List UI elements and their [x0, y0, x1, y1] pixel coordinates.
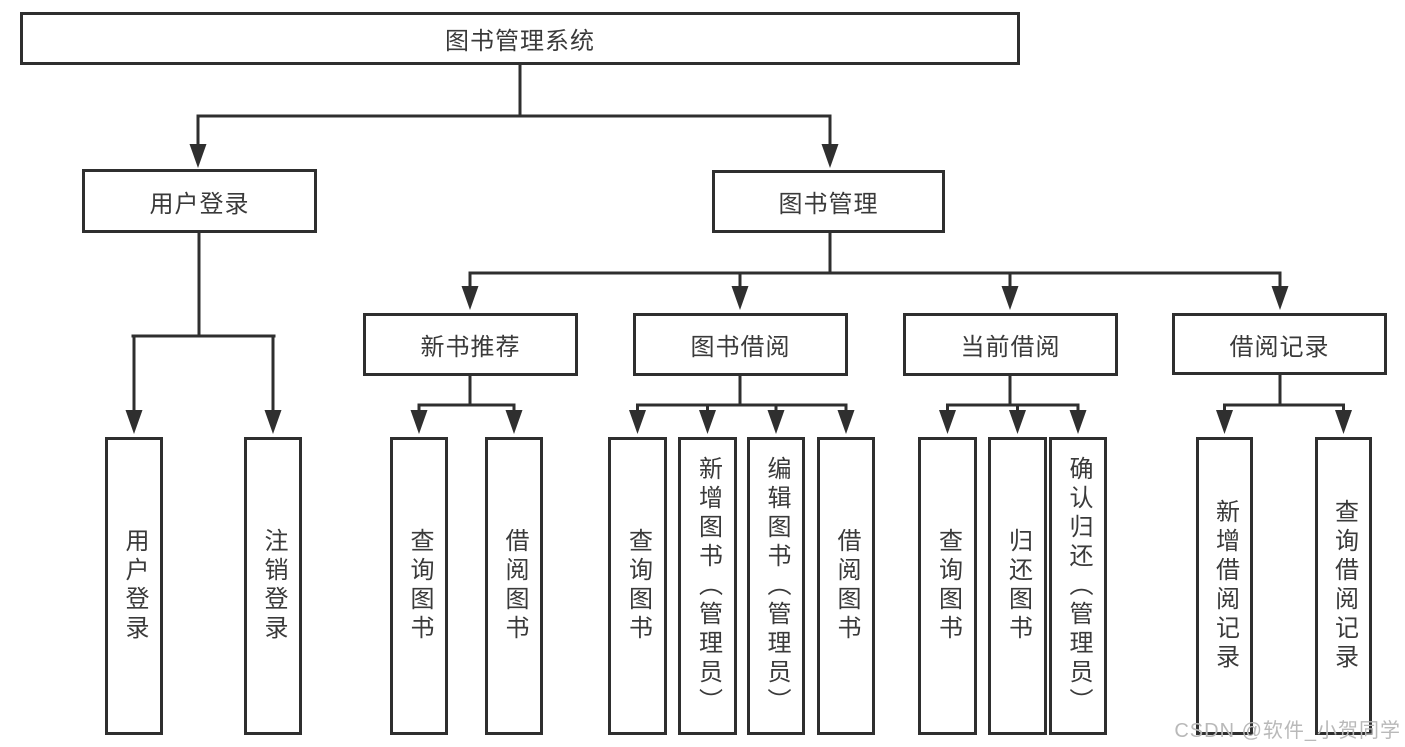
- leaf-borrow-books-recommend: 借阅图书: [485, 437, 543, 735]
- leaf-add-books-admin: 新增图书（管理员）: [678, 437, 737, 735]
- leaf-borrow-books-borrowing: 借阅图书: [817, 437, 875, 735]
- leaf-label: 查询借阅记录: [1330, 499, 1358, 673]
- node-book-management: 图书管理: [712, 170, 945, 233]
- leaf-user-login: 用户登录: [105, 437, 163, 735]
- leaf-edit-books-admin: 编辑图书（管理员）: [747, 437, 805, 735]
- leaf-label: 借阅图书: [501, 528, 528, 644]
- leaf-label: 注销登录: [260, 528, 287, 644]
- leaf-label: 新增图书（管理员）: [694, 455, 722, 717]
- node-borrowing-records: 借阅记录: [1172, 313, 1387, 375]
- leaf-query-books-borrowing: 查询图书: [608, 437, 667, 735]
- node-new-book-recommendation: 新书推荐: [363, 313, 578, 376]
- leaf-logout: 注销登录: [244, 437, 302, 735]
- node-book-borrowing: 图书借阅: [633, 313, 848, 376]
- csdn-watermark: CSDN @软件_小贺同学: [1174, 720, 1401, 742]
- node-library-management-system: 图书管理系统: [20, 12, 1020, 65]
- node-current-borrowing: 当前借阅: [903, 313, 1118, 376]
- leaf-label: 编辑图书（管理员）: [763, 455, 790, 717]
- leaf-add-borrow-record: 新增借阅记录: [1196, 437, 1253, 735]
- leaf-label: 新增借阅记录: [1211, 499, 1239, 673]
- leaf-label: 借阅图书: [833, 528, 860, 644]
- leaf-confirm-return-admin: 确认归还（管理员）: [1049, 437, 1107, 735]
- node-user-login: 用户登录: [82, 169, 317, 233]
- leaf-label: 确认归还（管理员）: [1065, 455, 1092, 717]
- arrowheads: [125, 144, 1352, 434]
- leaf-label: 归还图书: [1004, 528, 1032, 644]
- leaf-label: 用户登录: [121, 528, 148, 644]
- leaf-label: 查询图书: [624, 528, 652, 644]
- leaf-return-books: 归还图书: [988, 437, 1047, 735]
- leaf-query-books-current: 查询图书: [918, 437, 977, 735]
- leaf-label: 查询图书: [934, 528, 962, 644]
- leaf-label: 查询图书: [406, 528, 433, 644]
- leaf-query-books-recommend: 查询图书: [390, 437, 448, 735]
- leaf-query-borrow-record: 查询借阅记录: [1315, 437, 1372, 735]
